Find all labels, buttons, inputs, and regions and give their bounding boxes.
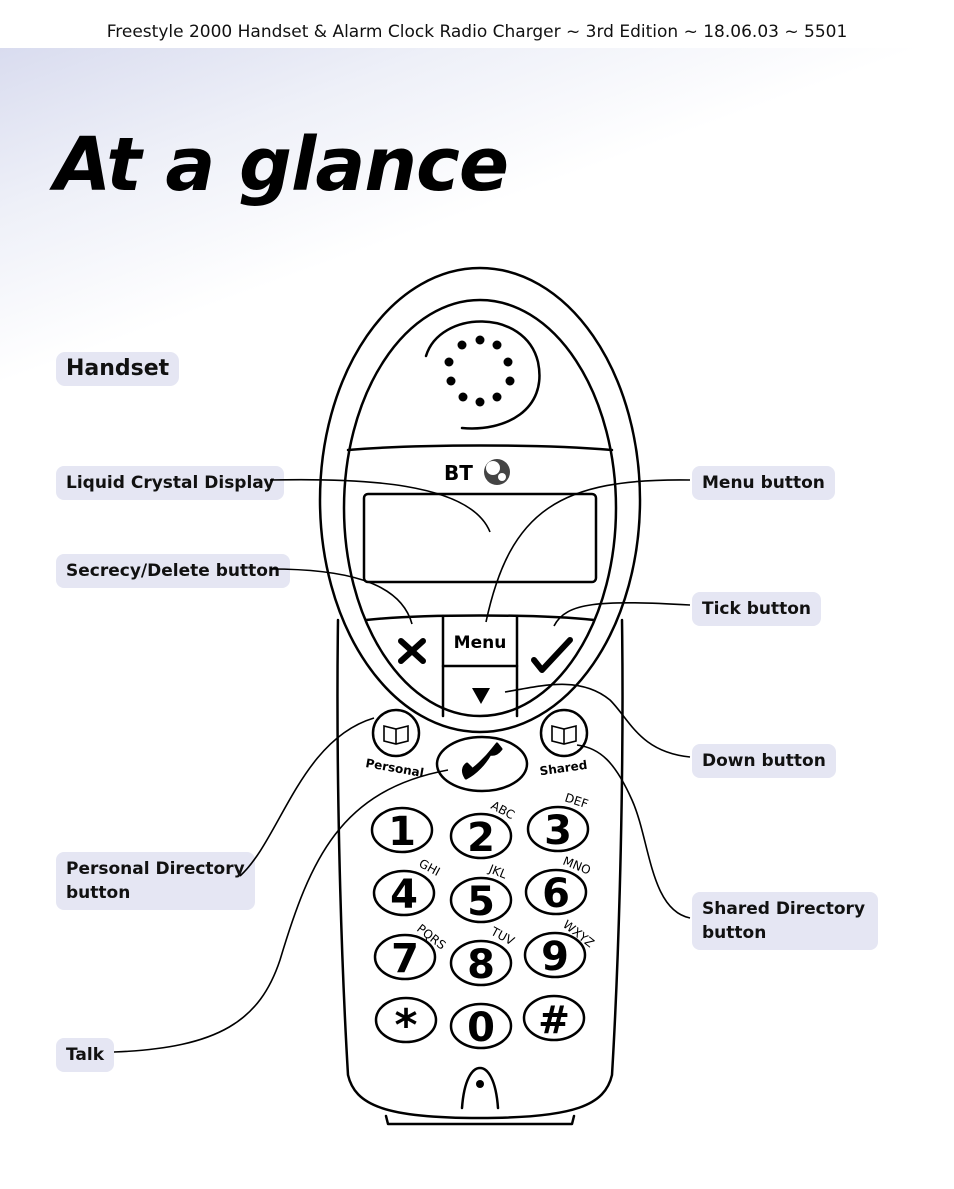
speaker-grille bbox=[444, 335, 515, 407]
callout-secrecy-delete-button: Secrecy/Delete button bbox=[56, 554, 291, 588]
key-1-outline bbox=[370, 806, 434, 854]
callout-personal-line2: button bbox=[66, 883, 131, 903]
callout-shared-line2: button bbox=[702, 923, 767, 943]
section-label-handset: Handset bbox=[56, 352, 180, 386]
leader-secrecy bbox=[269, 568, 413, 625]
softkey-row-top bbox=[364, 614, 596, 622]
key-6-digit: 6 bbox=[542, 871, 570, 917]
shared-key-label: Shared bbox=[539, 758, 588, 779]
lcd-screen bbox=[362, 492, 598, 584]
page-header: Freestyle 2000 Handset & Alarm Clock Rad… bbox=[106, 22, 848, 42]
bt-piper-logo-icon bbox=[484, 459, 510, 485]
key-1-digit: 1 bbox=[388, 809, 416, 855]
personal-book-icon bbox=[383, 724, 409, 745]
key-6-outline bbox=[524, 868, 588, 916]
key-star-outline bbox=[374, 996, 438, 1044]
key-star-digit: * bbox=[394, 1000, 417, 1051]
shared-book-icon bbox=[551, 724, 577, 745]
page-title: At a glance bbox=[54, 122, 509, 208]
key-7-outline bbox=[373, 933, 437, 981]
key-8-outline bbox=[449, 939, 513, 987]
key-0-outline bbox=[449, 1002, 513, 1050]
key-4-digit: 4 bbox=[390, 872, 418, 918]
key-5-letters: JKL bbox=[486, 861, 509, 881]
callout-liquid-crystal-display: Liquid Crystal Display bbox=[56, 466, 285, 500]
callout-menu-button: Menu button bbox=[692, 466, 835, 500]
key-3-digit: 3 bbox=[544, 808, 572, 854]
callout-down-button: Down button bbox=[692, 744, 836, 778]
personal-directory-key bbox=[371, 708, 421, 758]
key-2-digit: 2 bbox=[467, 815, 495, 861]
leader-talk bbox=[113, 769, 449, 1053]
callout-shared-directory-button: Shared Directory button bbox=[692, 892, 878, 950]
key-8-digit: 8 bbox=[467, 942, 495, 988]
key-2-outline bbox=[449, 812, 513, 860]
callout-personal-directory-button: Personal Directory button bbox=[56, 852, 255, 910]
key-9-outline bbox=[523, 931, 587, 979]
key-5-outline bbox=[449, 876, 513, 924]
shared-directory-key bbox=[539, 708, 589, 758]
handset-outer-oval bbox=[318, 266, 642, 734]
earpiece-arc bbox=[424, 320, 541, 430]
secrecy-delete-cross-icon bbox=[398, 638, 426, 664]
leader-tick bbox=[553, 602, 691, 627]
key-4-outline bbox=[372, 869, 436, 917]
personal-key-label: Personal bbox=[364, 756, 425, 780]
callout-talk: Talk bbox=[56, 1038, 115, 1072]
key-3-outline bbox=[526, 805, 590, 853]
bt-brand: BT bbox=[444, 461, 473, 485]
display-band-top bbox=[346, 444, 614, 452]
key-5-digit: 5 bbox=[467, 879, 495, 925]
leader-shared bbox=[576, 744, 691, 919]
microphone-hole bbox=[476, 1080, 484, 1088]
tick-icon bbox=[531, 637, 573, 673]
key-7-digit: 7 bbox=[391, 936, 419, 982]
handset-inner-oval bbox=[342, 298, 618, 718]
key-hash-digit: # bbox=[538, 998, 570, 1042]
key-0-digit: 0 bbox=[467, 1005, 495, 1051]
talk-key bbox=[435, 735, 529, 793]
handset-base-foot bbox=[384, 1114, 576, 1126]
leader-menu bbox=[485, 479, 691, 623]
callout-shared-line1: Shared Directory bbox=[702, 899, 866, 919]
leader-down bbox=[504, 683, 691, 758]
mouthpiece bbox=[460, 1066, 500, 1110]
callout-personal-line1: Personal Directory bbox=[66, 859, 245, 879]
down-arrow-icon bbox=[472, 688, 490, 704]
handset-body-outline bbox=[336, 618, 624, 1120]
callout-tick-button: Tick button bbox=[692, 592, 822, 626]
talk-phone-icon bbox=[462, 742, 503, 780]
key-hash-outline bbox=[522, 994, 586, 1042]
menu-key-label: Menu bbox=[454, 633, 507, 653]
leader-personal bbox=[239, 717, 375, 877]
leader-lcd bbox=[269, 478, 491, 533]
key-9-digit: 9 bbox=[541, 934, 569, 980]
